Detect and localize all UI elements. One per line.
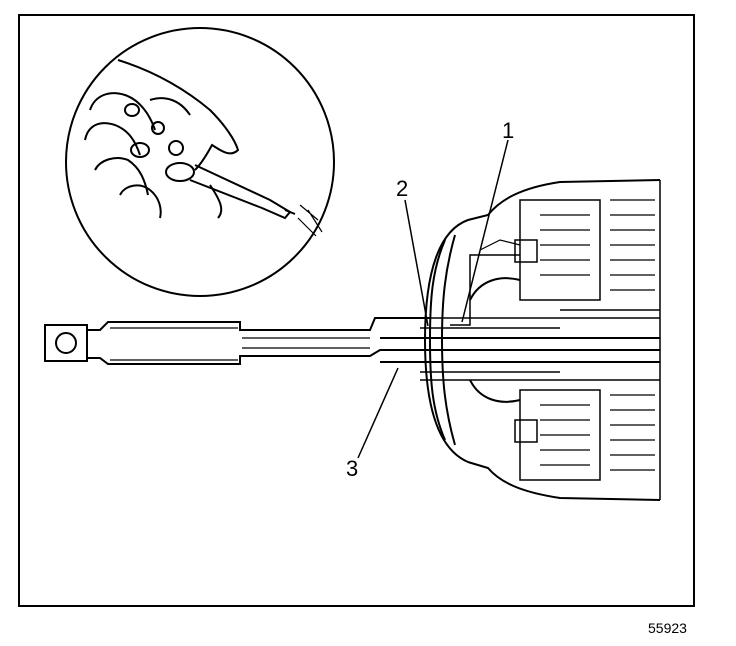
inset-hand-air-nozzle (65, 27, 335, 297)
callout-1: 1 (502, 118, 515, 143)
figure-id: 55923 (648, 620, 687, 636)
diagram-frame (18, 14, 695, 607)
tool-shaft (44, 317, 430, 365)
callout-3: 3 (346, 456, 359, 481)
leader-lines (357, 139, 509, 459)
callout-2: 2 (396, 176, 409, 201)
clutch-assembly (380, 179, 661, 501)
